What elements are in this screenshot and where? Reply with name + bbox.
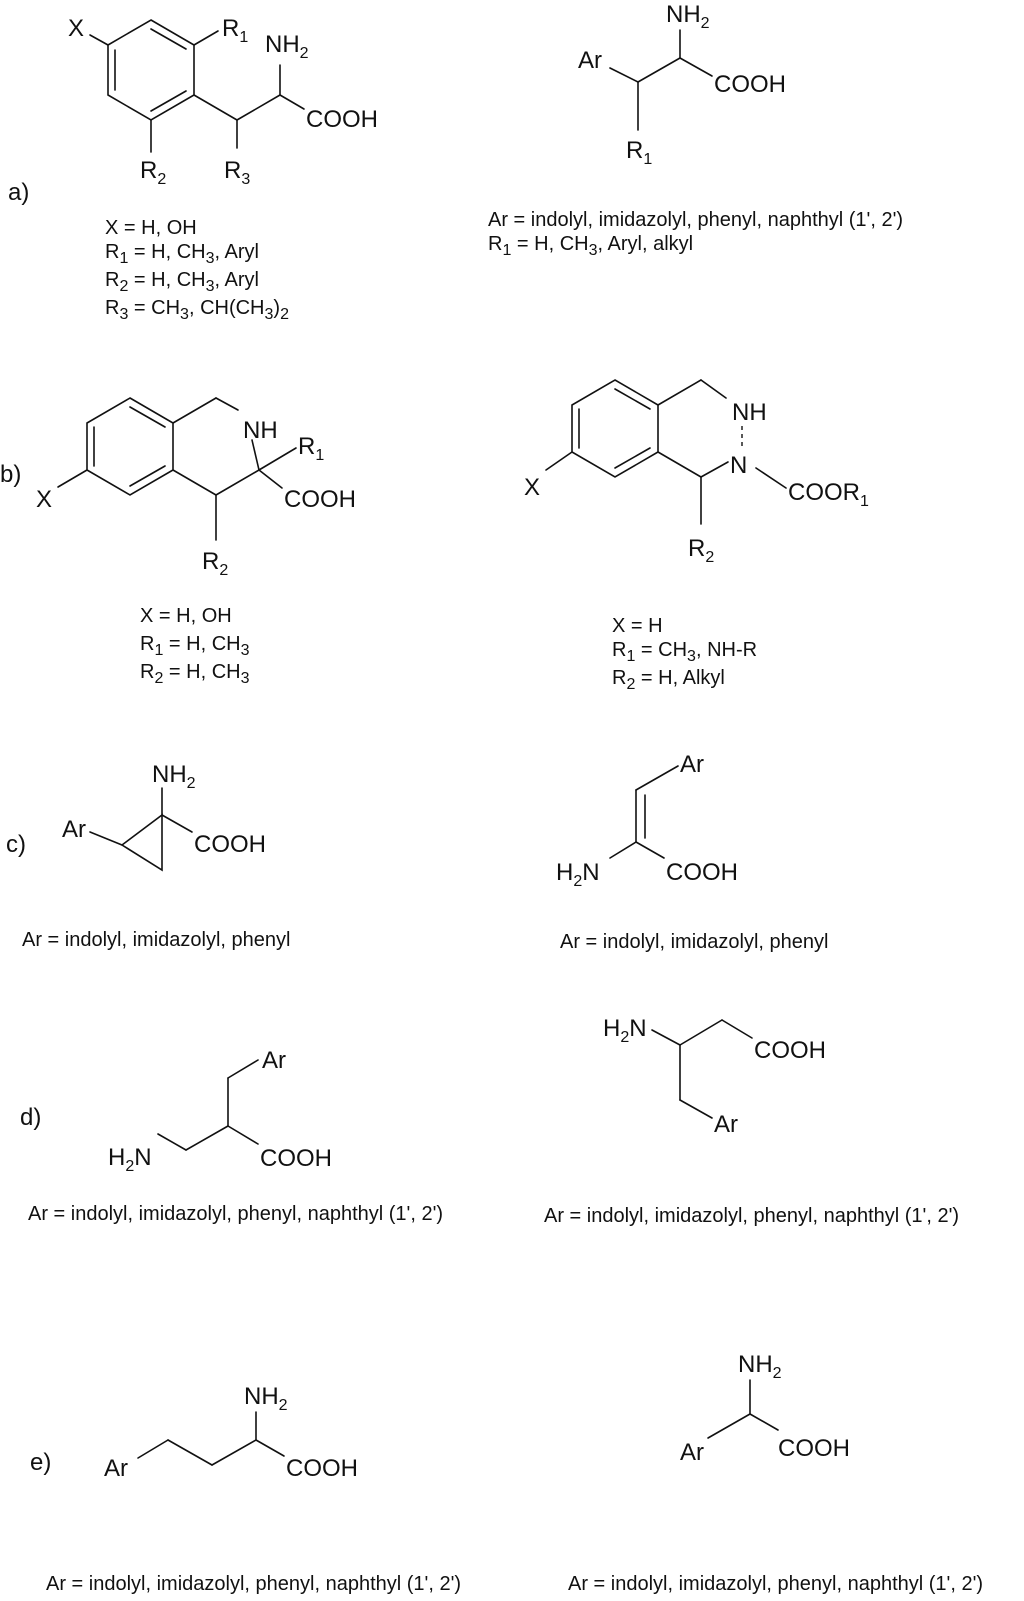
panel-label-d: d) [20,1104,41,1131]
caption-c2: Ar = indolyl, imidazolyl, phenyl [560,931,828,953]
substituent-r2: R2 [202,548,228,579]
svg-text:R1 = H, CH3, Aryl: R1 = H, CH3, Aryl [105,241,259,267]
amino-group: H2N [603,1015,647,1046]
carboxyl-group: COOH [284,486,356,513]
panel-label-b: b) [0,461,21,488]
structure-a2 [609,29,713,131]
caption-d2: Ar = indolyl, imidazolyl, phenyl, naphth… [544,1205,959,1227]
aryl-group: Ar [578,47,602,74]
aryl-group: Ar [104,1455,128,1482]
substituent-r1: R1 [298,433,324,464]
svg-text:X = H: X = H [612,615,663,637]
ring-nh: NH [732,399,767,426]
substituent-r3: R3 [224,157,250,188]
carboxyl-group: COOH [194,831,266,858]
carboxyl-group: COOH [714,71,786,98]
caption-e2: Ar = indolyl, imidazolyl, phenyl, naphth… [568,1573,983,1595]
svg-text:R1 = CH3, NH-R: R1 = CH3, NH-R [612,639,757,665]
svg-text:R2 = H, Alkyl: R2 = H, Alkyl [612,667,725,693]
structure-c1 [89,787,193,872]
carboxyl-group: COOH [286,1455,358,1482]
svg-text:R2 = H, CH3: R2 = H, CH3 [140,661,250,687]
aryl-group: Ar [62,816,86,843]
aryl-group: Ar [680,1439,704,1466]
aryl-group: Ar [680,751,704,778]
svg-text:R1 = H, CH3: R1 = H, CH3 [140,633,250,659]
substituent-r2: R2 [140,157,166,188]
ring-n: N [730,452,747,479]
ring-nh: NH [243,417,278,444]
svg-text:R1 = H, CH3, Aryl, alkyl: R1 = H, CH3, Aryl, alkyl [488,233,693,259]
substituent-x: X [68,15,84,42]
amino-group: NH2 [152,761,196,792]
caption-c1: Ar = indolyl, imidazolyl, phenyl [22,929,290,951]
caption-b2: X = H R1 = CH3, NH-R R2 = H, Alkyl [612,615,757,693]
aryl-group: Ar [714,1111,738,1138]
svg-text:X = H, OH: X = H, OH [105,217,197,239]
caption-e1: Ar = indolyl, imidazolyl, phenyl, naphth… [46,1573,461,1595]
caption-d1: Ar = indolyl, imidazolyl, phenyl, naphth… [28,1203,443,1225]
substituent-x: X [36,486,52,513]
caption-a1: X = H, OH R1 = H, CH3, Aryl R2 = H, CH3,… [105,217,289,323]
amino-group: H2N [556,859,600,890]
amino-group: H2N [108,1144,152,1175]
structure-b1 [57,397,297,541]
structure-e1 [137,1411,285,1466]
panel-label-c: c) [6,831,26,858]
ester-group: COOR1 [788,479,869,510]
structure-d2 [651,1019,753,1119]
svg-text:X = H, OH: X = H, OH [140,605,232,627]
substituent-r2: R2 [688,535,714,566]
structure-d1 [157,1059,259,1151]
caption-a2: Ar = indolyl, imidazolyl, phenyl, naphth… [488,209,903,259]
carboxyl-group: COOH [666,859,738,886]
structure-c2 [609,765,679,859]
svg-text:Ar = indolyl, imidazolyl, phen: Ar = indolyl, imidazolyl, phenyl, naphth… [488,209,903,231]
svg-text:R3 = CH3, CH(CH3)2: R3 = CH3, CH(CH3)2 [105,297,289,323]
amino-group: NH2 [265,31,309,62]
amino-group: NH2 [738,1351,782,1382]
caption-b1: X = H, OH R1 = H, CH3 R2 = H, CH3 [140,605,250,687]
carboxyl-group: COOH [260,1145,332,1172]
carboxyl-group: COOH [306,106,378,133]
structure-b2 [545,379,787,525]
carboxyl-group: COOH [754,1037,826,1064]
panel-label-e: e) [30,1449,51,1476]
amino-group: NH2 [244,1383,288,1414]
substituent-r1: R1 [626,137,652,168]
aryl-group: Ar [262,1047,286,1074]
structure-a1 [89,19,305,153]
svg-text:R2 = H, CH3, Aryl: R2 = H, CH3, Aryl [105,269,259,295]
amino-group: NH2 [666,1,710,32]
carboxyl-group: COOH [778,1435,850,1462]
structure-e2 [707,1379,779,1439]
panel-label-a: a) [8,179,29,206]
substituent-x: X [524,474,540,501]
substituent-r1: R1 [222,15,248,46]
